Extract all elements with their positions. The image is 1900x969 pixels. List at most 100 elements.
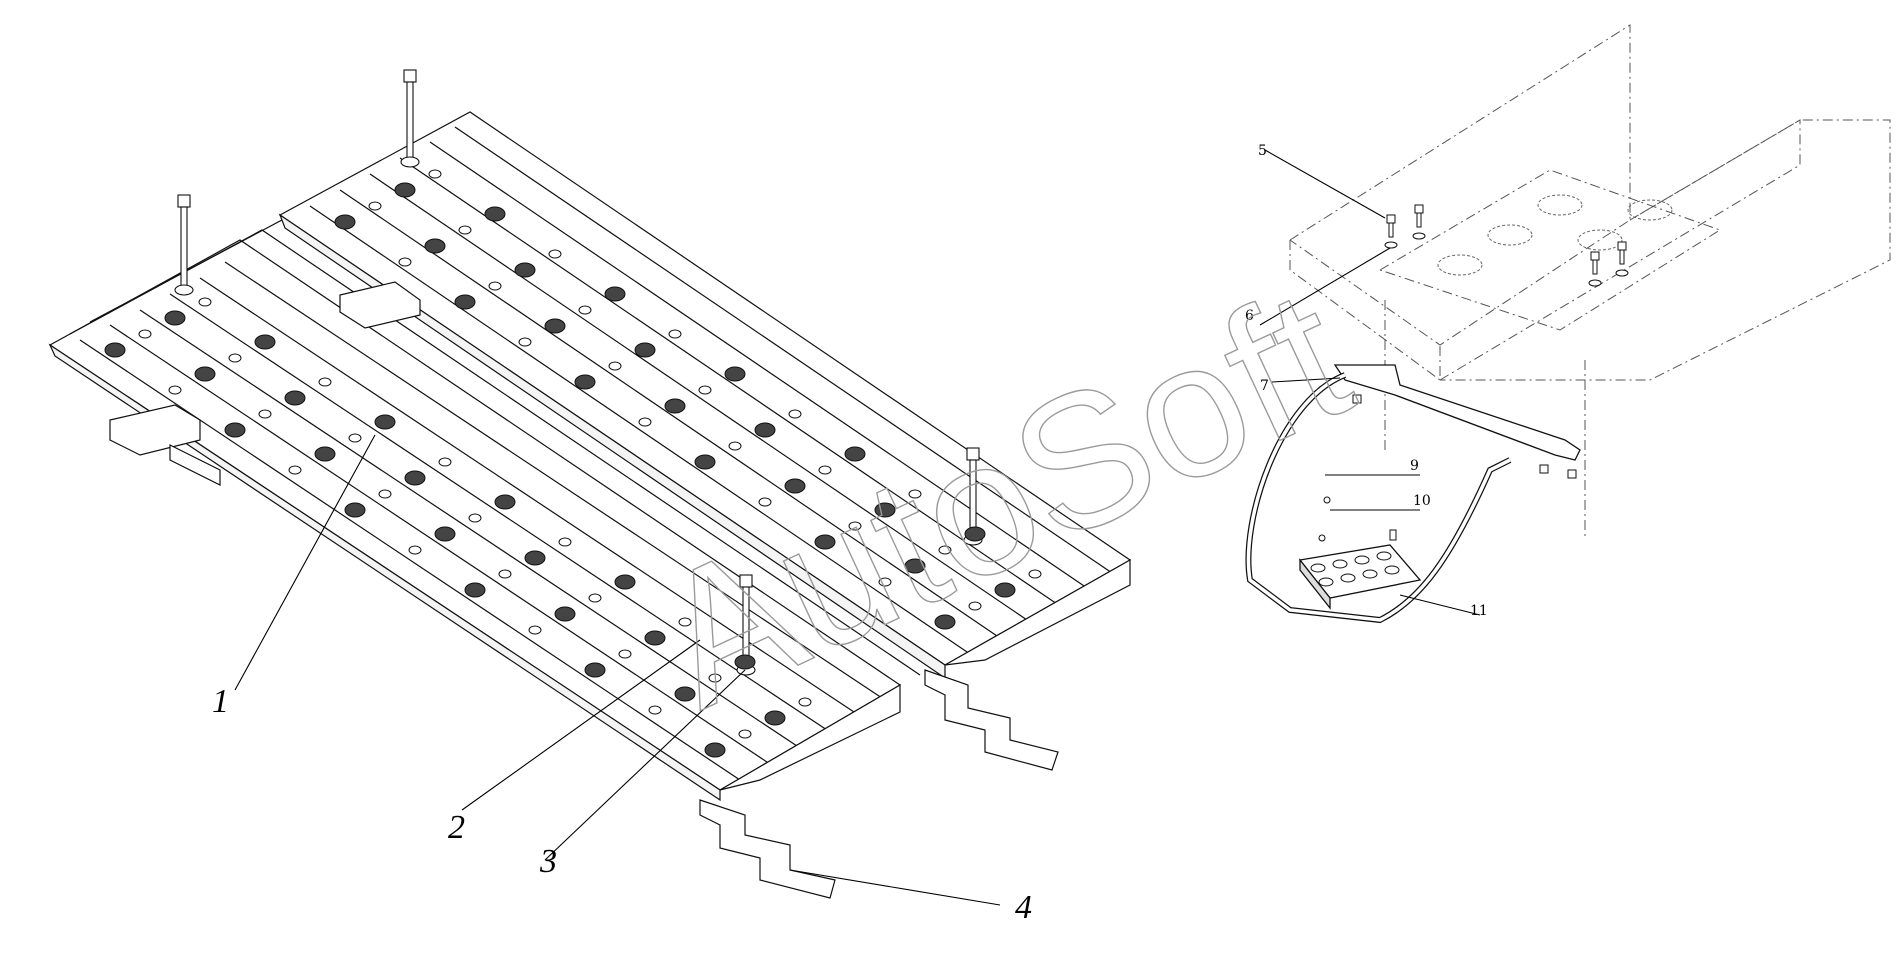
step-plate-hole: [694, 454, 716, 470]
step-plate-hole: [588, 593, 602, 603]
step-pad-hole: [1362, 569, 1378, 579]
step-plate-hole: [994, 582, 1016, 598]
step-plate-hole: [814, 534, 836, 550]
step-plate-hole: [764, 710, 786, 726]
step-plate-hole: [514, 262, 536, 278]
step-plate-hole: [728, 441, 742, 451]
step-plate-hole: [258, 409, 272, 419]
step-plate-hole: [494, 494, 516, 510]
step-plate-hole: [138, 329, 152, 339]
step-plate-hole: [408, 545, 422, 555]
step-plate-hole: [668, 329, 682, 339]
callout-2: 2: [448, 809, 465, 846]
right-bolts: [1318, 204, 1629, 542]
step-plate-hole: [498, 569, 512, 579]
step-plate-hole: [554, 606, 576, 622]
step-plate-hole: [334, 214, 356, 230]
step-plate-hole: [634, 342, 656, 358]
step-plate-hole: [904, 558, 926, 574]
mounting-bracket-front: [699, 799, 836, 899]
step-plate-hole: [874, 502, 896, 518]
step-plate-hole: [404, 470, 426, 486]
step-plate-hole: [164, 310, 186, 326]
step-plate-hole: [368, 201, 382, 211]
step-plate-hole: [378, 489, 392, 499]
step-pad-hole: [1318, 577, 1334, 587]
callout-5: 5: [1258, 143, 1267, 159]
step-plate-hole: [818, 465, 832, 475]
step-plate-hole: [678, 617, 692, 627]
step-plate-hole: [528, 625, 542, 635]
step-plate-hole: [314, 446, 336, 462]
step-plate-hole: [724, 366, 746, 382]
callout-6: 6: [1245, 308, 1254, 324]
step-pad-hole: [1310, 563, 1326, 573]
step-plate-hole: [878, 577, 892, 587]
step-plate-hole: [618, 649, 632, 659]
callout-7: 7: [1260, 378, 1269, 394]
step-plate-hole: [1028, 569, 1042, 579]
step-plate-hole: [194, 366, 216, 382]
step-pad-hole: [1376, 551, 1392, 561]
frame-holes: [1437, 194, 1673, 276]
step-plate-hole: [424, 238, 446, 254]
step-plate-hole: [428, 169, 442, 179]
step-plate-hole: [964, 526, 986, 542]
callout-10: 10: [1413, 493, 1431, 509]
step-plate-hole: [608, 361, 622, 371]
step-plate-hole: [798, 697, 812, 707]
step-plate-hole: [484, 206, 506, 222]
step-plate-hole: [574, 374, 596, 390]
step-plate-hole: [254, 334, 276, 350]
callout-3: 3: [539, 843, 557, 880]
step-plate-hole: [934, 614, 956, 630]
step-plate-rear-holes: [334, 169, 1042, 630]
step-plate-hole: [738, 729, 752, 739]
step-plate-hole: [788, 409, 802, 419]
step-plate-hole: [394, 182, 416, 198]
step-plate-hole: [228, 353, 242, 363]
step-plate-front-holes: [104, 297, 812, 758]
step-plate-hole: [638, 417, 652, 427]
step-plate-hole: [458, 225, 472, 235]
step-pad-hole: [1332, 559, 1348, 569]
step-plate-hole: [584, 662, 606, 678]
step-plate-hole: [704, 742, 726, 758]
step-plate-hole: [614, 574, 636, 590]
bolt-rear-left: [400, 69, 420, 168]
step-plate-hole: [708, 673, 722, 683]
step-plate-hole: [754, 422, 776, 438]
step-pad-hole: [1340, 573, 1356, 583]
step-plate-hole: [604, 286, 626, 302]
step-plate-hole: [398, 257, 412, 267]
step-plate-hole: [558, 537, 572, 547]
step-plate-hole: [844, 446, 866, 462]
step-plate-hole: [284, 390, 306, 406]
step-plate-hole: [734, 654, 756, 670]
step-plate-hole: [524, 550, 546, 566]
step-plate-hole: [348, 433, 362, 443]
step-plate-hole: [758, 497, 772, 507]
step-plate-hole: [698, 385, 712, 395]
step-plate-hole: [104, 342, 126, 358]
step-plate-hole: [544, 318, 566, 334]
step-plate-hole: [784, 478, 806, 494]
step-plate-hole: [908, 489, 922, 499]
callout-9: 9: [1410, 458, 1419, 474]
step-plate-hole: [968, 601, 982, 611]
step-plate-hole: [848, 521, 862, 531]
step-plate-hole: [454, 294, 476, 310]
step-plate-hole: [168, 385, 182, 395]
step-plate-hole: [464, 582, 486, 598]
step-plate-hole: [518, 337, 532, 347]
step-plate-hole: [938, 545, 952, 555]
step-pad-holes: [1310, 551, 1400, 587]
step-plate-hole: [374, 414, 396, 430]
step-plate-hole: [198, 297, 212, 307]
step-plate-hole: [344, 502, 366, 518]
step-plate-hole: [578, 305, 592, 315]
step-plate-hole: [318, 377, 332, 387]
bolt-front-left: [174, 194, 194, 296]
step-plate-hole: [434, 526, 456, 542]
